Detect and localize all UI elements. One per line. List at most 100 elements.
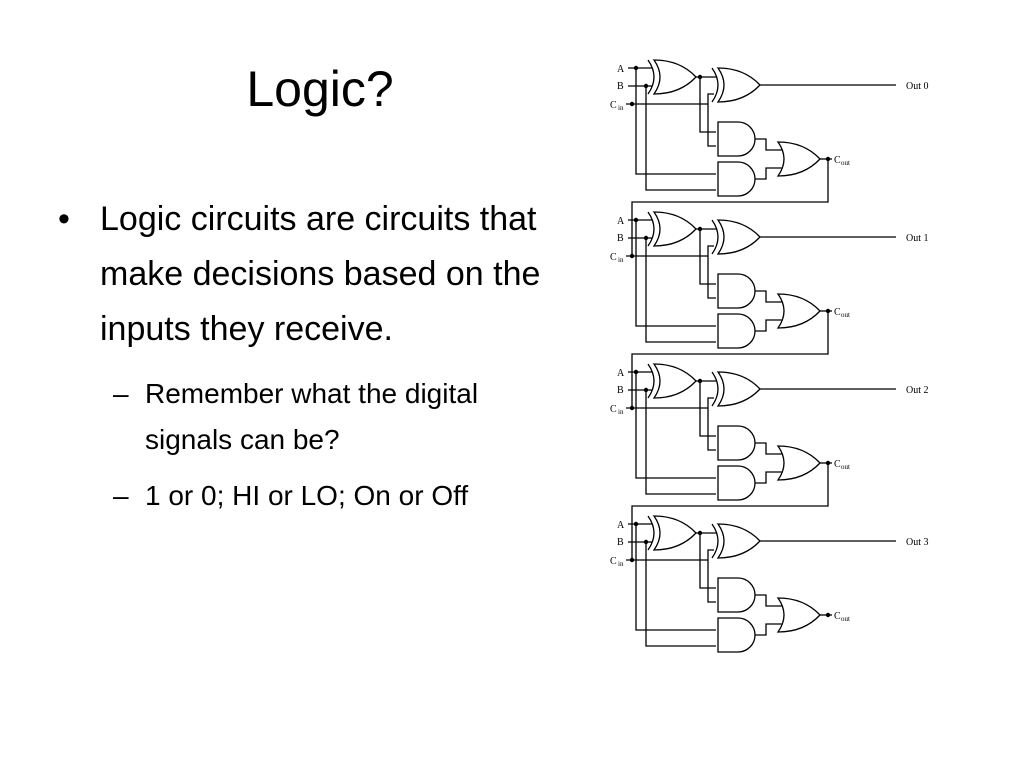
carry-out-label: C xyxy=(834,155,841,166)
wire xyxy=(699,77,716,133)
xor-gate-body xyxy=(716,371,761,407)
input-a-label: A xyxy=(617,64,625,75)
junction-dot xyxy=(629,557,635,563)
sub-bullet-text: 1 or 0; HI or LO; On or Off xyxy=(145,480,469,511)
or-gate xyxy=(776,597,821,633)
wire xyxy=(635,524,716,631)
wire xyxy=(707,245,714,256)
xor-gate-back-curve xyxy=(711,523,719,559)
xor-gate-back-curve xyxy=(711,67,719,103)
sub-bullet-list: – Remember what the digital signals can … xyxy=(58,371,548,519)
bullet-icon: • xyxy=(58,200,70,238)
wire xyxy=(707,104,716,147)
input-cin-subscript: in xyxy=(618,104,624,112)
sub-bullet-item: – 1 or 0; HI or LO; On or Off xyxy=(113,473,548,519)
wire xyxy=(631,159,829,256)
wire xyxy=(755,471,782,484)
wire xyxy=(755,138,782,151)
xor-gate-back-curve xyxy=(711,219,719,255)
wire xyxy=(755,594,782,607)
sum-output-label: Out 1 xyxy=(906,233,929,244)
wire xyxy=(707,93,714,104)
xor-gate-body xyxy=(716,67,761,103)
slide-title: Logic? xyxy=(246,61,394,117)
input-b-label: B xyxy=(617,385,624,396)
wire xyxy=(699,229,716,285)
carry-out-subscript: out xyxy=(841,463,850,471)
input-b-label: B xyxy=(617,233,624,244)
and-gate xyxy=(717,121,756,157)
xor-gate-back-curve xyxy=(647,59,655,95)
input-a-label: A xyxy=(617,520,625,531)
carry-out-subscript: out xyxy=(841,159,850,167)
and-gate xyxy=(717,273,756,309)
wire xyxy=(755,623,782,636)
wire xyxy=(707,560,716,603)
input-cin-label: C xyxy=(610,252,617,263)
dash-icon: – xyxy=(113,378,129,409)
input-b-label: B xyxy=(617,537,624,548)
input-a-label: A xyxy=(617,368,625,379)
and-gate xyxy=(717,425,756,461)
input-cin-label: C xyxy=(610,556,617,567)
sub-bullet-text: Remember what the digital signals can be… xyxy=(145,378,479,455)
or-gate xyxy=(776,293,821,329)
wire xyxy=(645,390,716,495)
xor-gate-body xyxy=(652,363,697,399)
wire xyxy=(635,372,716,479)
wire xyxy=(755,167,782,180)
input-b-label: B xyxy=(617,81,624,92)
input-cin-label: C xyxy=(610,100,617,111)
input-cin-label: C xyxy=(610,404,617,415)
slide-body: • Logic circuits are circuits that make … xyxy=(58,192,548,529)
wire xyxy=(631,311,829,408)
and-gate xyxy=(717,313,756,349)
carry-out-label: C xyxy=(834,611,841,622)
xor-gate-body xyxy=(652,211,697,247)
xor-gate-back-curve xyxy=(647,515,655,551)
input-cin-subscript: in xyxy=(618,408,624,416)
xor-gate-back-curve xyxy=(647,211,655,247)
xor-gate-back-curve xyxy=(711,371,719,407)
junction-dot xyxy=(629,253,635,259)
and-gate xyxy=(717,161,756,197)
sum-output-label: Out 0 xyxy=(906,81,929,92)
wire xyxy=(707,408,716,451)
and-gate xyxy=(717,465,756,501)
wire xyxy=(645,238,716,343)
wire xyxy=(635,68,716,175)
wire xyxy=(707,256,716,299)
xor-gate-back-curve xyxy=(647,363,655,399)
xor-gate-body xyxy=(652,59,697,95)
sub-bullet-item: – Remember what the digital signals can … xyxy=(113,371,548,463)
xor-gate-body xyxy=(652,515,697,551)
and-gate xyxy=(717,617,756,653)
wire xyxy=(755,290,782,303)
wire xyxy=(707,549,714,560)
or-gate xyxy=(776,141,821,177)
carry-out-subscript: out xyxy=(841,311,850,319)
xor-gate-body xyxy=(716,219,761,255)
wire xyxy=(645,86,716,191)
dash-icon: – xyxy=(113,480,129,511)
wire xyxy=(645,542,716,647)
input-a-label: A xyxy=(617,216,625,227)
input-cin-subscript: in xyxy=(618,560,624,568)
wire xyxy=(755,442,782,455)
xor-gate-body xyxy=(716,523,761,559)
junction-dot xyxy=(825,612,831,618)
and-gate xyxy=(717,577,756,613)
sum-output-label: Out 2 xyxy=(906,385,929,396)
carry-out-label: C xyxy=(834,307,841,318)
input-cin-subscript: in xyxy=(618,256,624,264)
carry-out-label: C xyxy=(834,459,841,470)
wire xyxy=(755,319,782,332)
junction-dot xyxy=(629,101,635,107)
bullet-text: Logic circuits are circuits that make de… xyxy=(100,200,541,348)
